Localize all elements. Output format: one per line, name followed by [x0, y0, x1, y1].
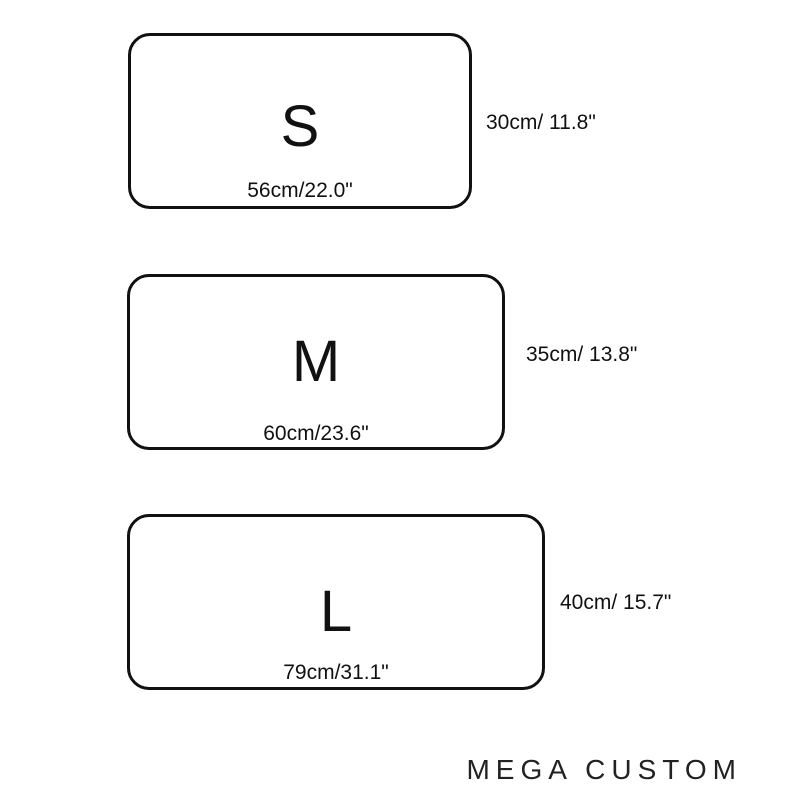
- size-box-m: M 60cm/23.6": [127, 274, 505, 450]
- size-box-l: L 79cm/31.1": [127, 514, 545, 690]
- width-label-l: 79cm/31.1": [283, 661, 389, 684]
- height-label-l: 40cm/ 15.7": [560, 591, 672, 614]
- height-label-m: 35cm/ 13.8": [526, 343, 638, 366]
- size-letter-s: S: [280, 94, 320, 159]
- size-letter-l: L: [319, 579, 353, 644]
- width-label-s: 56cm/22.0": [247, 179, 353, 202]
- width-label-m: 60cm/23.6": [263, 422, 369, 445]
- size-letter-m: M: [291, 329, 341, 394]
- size-box-s: S 56cm/22.0": [128, 33, 472, 209]
- brand-wordmark: MEGA CUSTOM: [466, 754, 742, 785]
- height-label-s: 30cm/ 11.8": [486, 111, 596, 134]
